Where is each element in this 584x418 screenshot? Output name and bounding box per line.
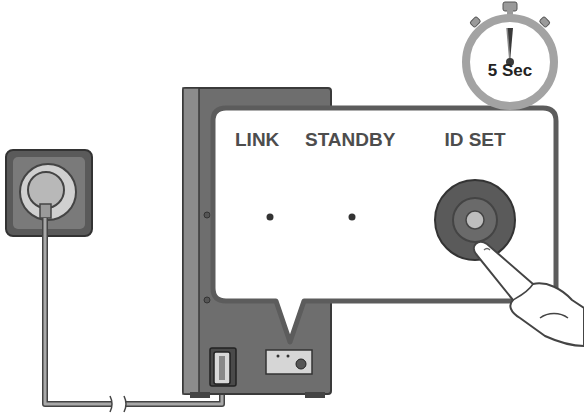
link-led <box>267 214 274 221</box>
time-label: 5 Sec <box>488 61 532 81</box>
callout-panel: LINK STANDBY ID SET <box>213 108 556 301</box>
callout-bubble <box>213 108 556 342</box>
panel-label: ID SET <box>444 129 505 151</box>
wall-outlet <box>6 150 92 236</box>
standby-led <box>349 214 356 221</box>
panel-label: STANDBY <box>305 129 395 151</box>
stopwatch: 5 Sec <box>462 14 558 110</box>
panel-label: LINK <box>235 129 279 151</box>
pressing-hand <box>474 242 584 346</box>
